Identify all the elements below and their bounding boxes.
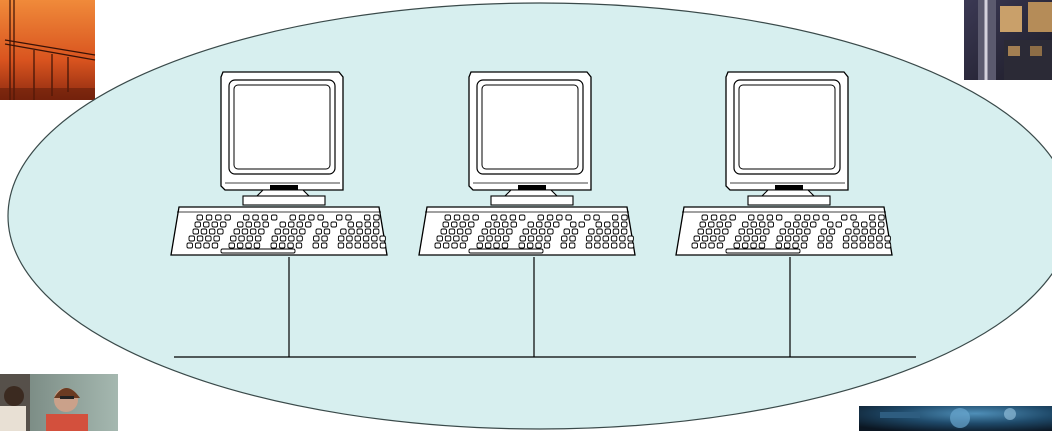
monitor-icon [469,72,591,205]
keyboard-icon [676,207,892,255]
night-building-photo [964,0,1052,80]
monitor-icon [726,72,848,205]
blue-tech-photo [859,406,1052,431]
keyboard-icon [419,207,635,255]
monitor-icon [221,72,343,205]
sunset-power-lines-photo [0,0,95,100]
keyboard-icon [171,207,387,255]
people-at-work-photo [0,374,118,431]
